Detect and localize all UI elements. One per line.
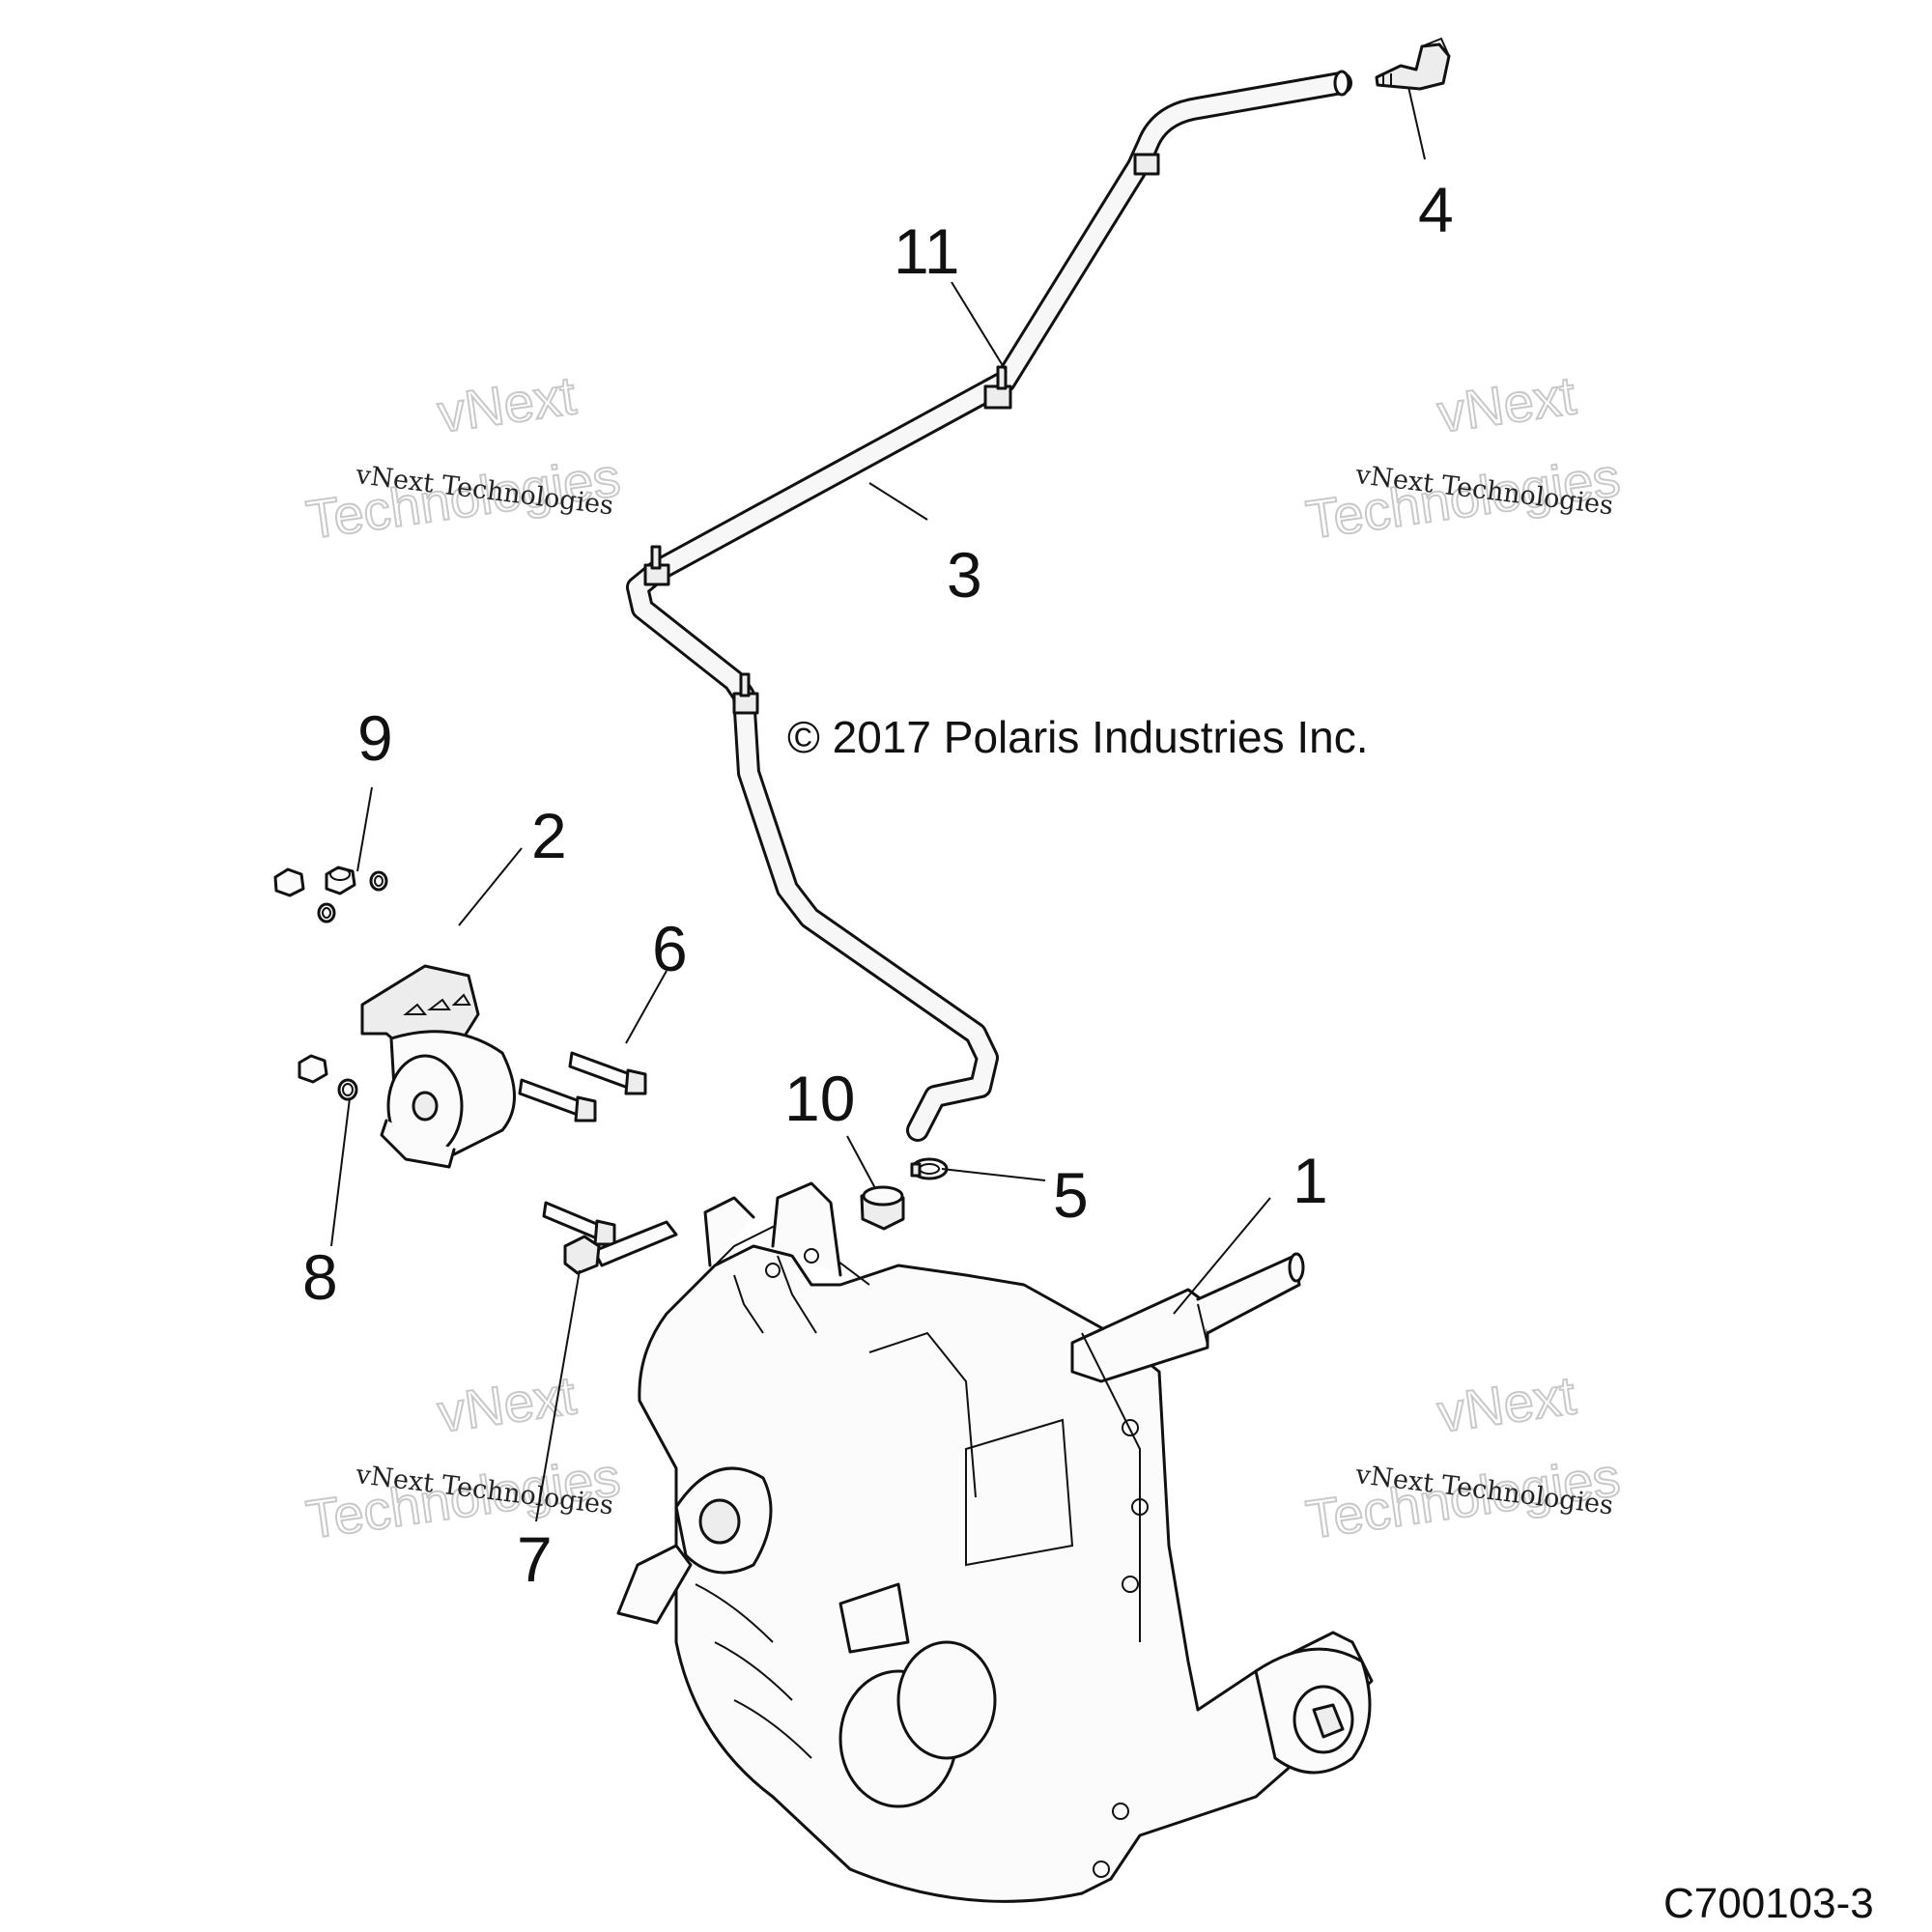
transmission-bolt bbox=[563, 1220, 678, 1275]
callout-6: 6 bbox=[652, 913, 688, 984]
figure-code: C700103-3 bbox=[1663, 1880, 1874, 1927]
svg-text:vNext: vNext bbox=[1434, 1364, 1579, 1443]
callout-10: 10 bbox=[784, 1063, 855, 1134]
vent-fitting bbox=[1375, 37, 1451, 91]
leader-lines bbox=[330, 86, 1426, 1522]
svg-text:vNext: vNext bbox=[1434, 364, 1579, 443]
mount-bolts bbox=[518, 1051, 647, 1246]
engine-mount bbox=[360, 964, 516, 1169]
callout-9: 9 bbox=[357, 702, 393, 774]
callout-3: 3 bbox=[947, 539, 982, 611]
callout-2: 2 bbox=[531, 800, 567, 871]
mount-nuts-and-washers bbox=[273, 866, 388, 1101]
watermark-bottom-left: vNext Technologies vNext Technologies bbox=[301, 1363, 624, 1550]
copyright-notice: © 2017 Polaris Industries Inc. bbox=[787, 712, 1369, 762]
callout-4: 4 bbox=[1418, 174, 1454, 245]
breather-plug bbox=[860, 1185, 905, 1231]
hose-clamp bbox=[910, 1157, 949, 1180]
hose-clip-upper bbox=[643, 153, 1160, 715]
vent-hose bbox=[626, 70, 1352, 1142]
watermark-bottom-right: vNext Technologies vNext Technologies bbox=[1301, 1363, 1624, 1550]
transmission-assembly bbox=[616, 1181, 1374, 1903]
watermark-top-right: vNext Technologies vNext Technologies bbox=[1301, 363, 1624, 551]
callout-8: 8 bbox=[302, 1241, 338, 1313]
callout-7: 7 bbox=[517, 1523, 553, 1595]
callout-11: 11 bbox=[894, 215, 960, 287]
callout-1: 1 bbox=[1293, 1145, 1328, 1216]
watermark-top-left: vNext Technologies vNext Technologies bbox=[301, 363, 624, 551]
svg-text:vNext: vNext bbox=[434, 364, 580, 443]
svg-text:vNext: vNext bbox=[434, 1364, 580, 1443]
callout-5: 5 bbox=[1053, 1159, 1089, 1231]
